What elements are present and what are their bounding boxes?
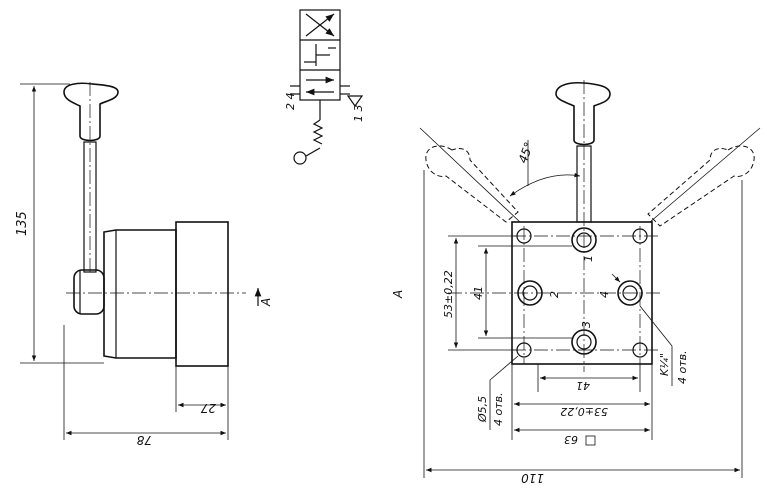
side-dim-part-width: 27 [200,401,216,415]
dim-total: 110 [521,471,544,485]
symbol-port-label-left: 2 4 [284,93,297,111]
symbol-lever-ball [293,151,307,165]
port-label-4: 4 [598,291,611,298]
front-handle-knob [555,81,611,146]
dim-horiz-outer: 53±0,22 [560,405,608,418]
port-1 [571,227,597,253]
side-dim-height: 135 [15,211,30,236]
hole-count-label: 4 отв. [492,392,505,426]
port-label-1: 1 [582,255,595,262]
thread-count-label: 4 отв. [676,350,689,384]
side-handle-knob [63,82,119,142]
side-mount-block [175,221,229,367]
phantom-lever-right [647,145,755,227]
phantom-lever-left [425,145,519,223]
side-body-flange [103,229,177,359]
thread-label: K¼" [658,353,671,376]
dim-square: 63 [564,433,578,446]
hole-diameter-label: Ø5,5 [476,396,489,423]
dim-horiz-inner: 41 [576,379,590,392]
dim-vert-outer: 53±0,22 [442,270,455,318]
port-label-3: 3 [580,321,593,328]
port-3 [571,329,597,355]
mount-hole-br [632,342,648,358]
front-view-label: A [391,290,405,299]
port-2 [517,280,543,306]
valve-symbol: 2 4 1 3 [284,9,365,165]
front-view: A 45° [391,80,761,485]
side-pivot [73,269,105,315]
angle-arc [509,172,581,197]
mount-hole-tr [632,228,648,244]
symbol-port-label-right: 1 3 [352,105,365,123]
side-view-marker: A [259,298,273,307]
dim-vert-inner: 41 [472,286,485,300]
angle-label: 45° [516,140,536,165]
side-view: A 135 78 27 [15,82,273,447]
side-dim-total-width: 78 [136,433,152,447]
port-label-2: 2 [548,291,561,298]
port-4 [617,280,643,306]
square-symbol [585,435,596,446]
